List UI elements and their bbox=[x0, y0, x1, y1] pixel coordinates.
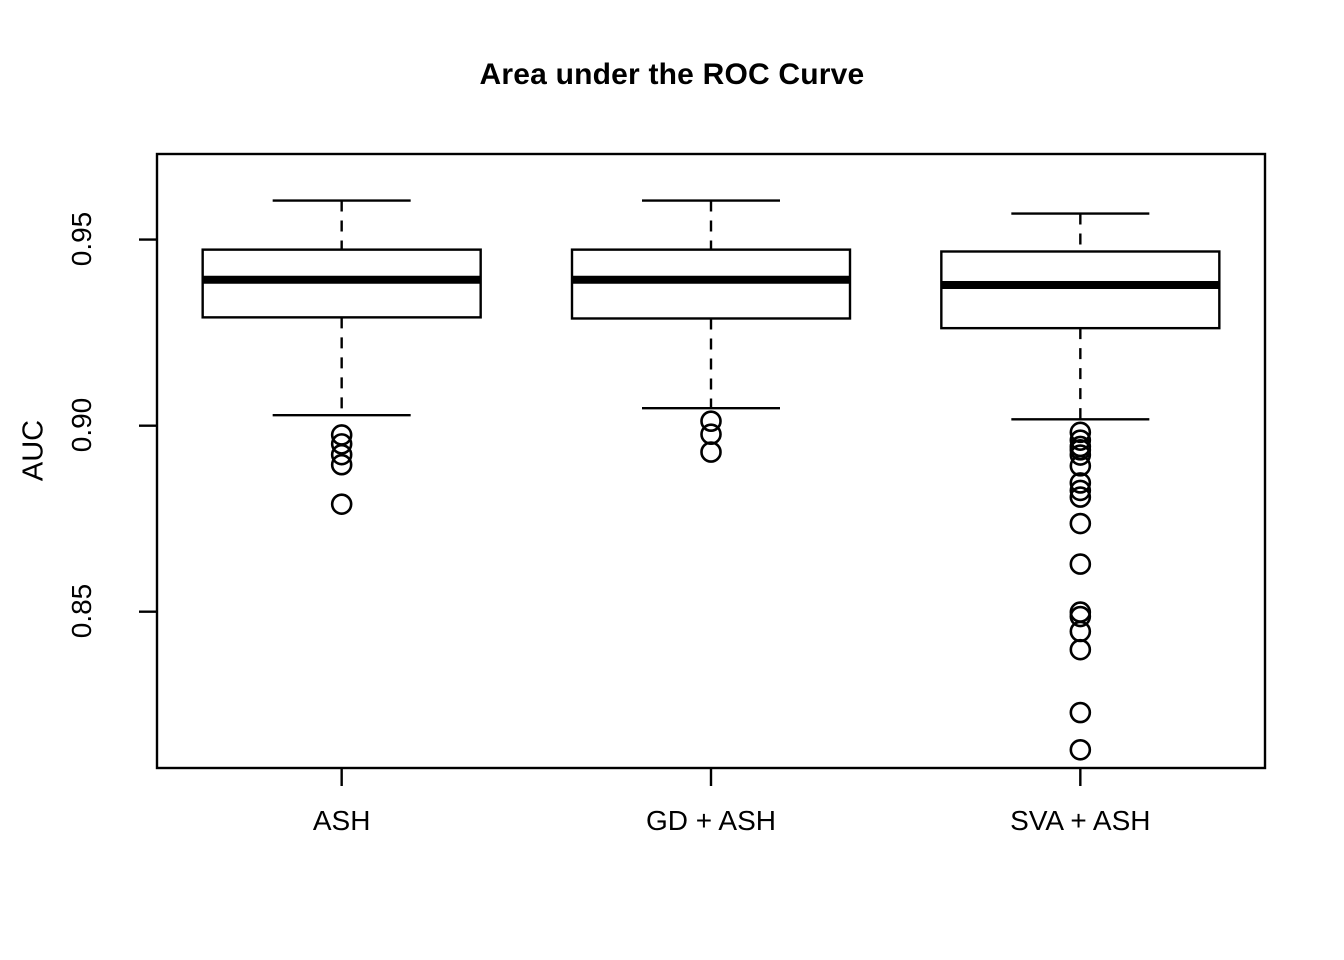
outlier-point bbox=[1069, 455, 1092, 477]
outlier-point bbox=[1069, 421, 1092, 444]
outlier-point bbox=[1069, 512, 1092, 535]
x-tick-label-2: SVA + ASH bbox=[1010, 805, 1151, 836]
outlier-point bbox=[700, 423, 722, 446]
outlier-point bbox=[1069, 444, 1092, 466]
outlier-point bbox=[1069, 601, 1092, 623]
y-tick-label-2: 0.85 bbox=[66, 583, 97, 638]
outlier-point bbox=[330, 493, 353, 515]
outlier-point bbox=[330, 453, 353, 476]
outlier-point bbox=[1069, 701, 1092, 724]
page-title: Area under the ROC Curve bbox=[479, 58, 865, 91]
outlier-point bbox=[700, 441, 722, 463]
box-rect bbox=[570, 248, 852, 320]
boxplot-ash bbox=[201, 199, 482, 515]
y-tick-label-0: 0.95 bbox=[66, 211, 97, 266]
axis-layer bbox=[139, 152, 1267, 786]
x-tick-label-1: GD + ASH bbox=[646, 805, 776, 836]
outlier-point bbox=[1069, 486, 1092, 508]
boxplot-sva-ash bbox=[940, 212, 1221, 761]
box-rect bbox=[940, 250, 1221, 330]
outlier-point bbox=[1069, 638, 1092, 661]
boxplot-gd-ash bbox=[570, 199, 852, 463]
outlier-point bbox=[1069, 479, 1092, 502]
outlier-point bbox=[1069, 553, 1092, 575]
outlier-point bbox=[1069, 738, 1092, 761]
outlier-point bbox=[1069, 429, 1092, 451]
x-tick-label-0: ASH bbox=[312, 805, 371, 836]
outlier-point bbox=[330, 433, 353, 455]
box-layer bbox=[201, 199, 1221, 761]
outlier-point bbox=[1069, 605, 1092, 628]
outlier-point bbox=[330, 443, 353, 466]
outlier-point bbox=[1069, 439, 1092, 461]
y-tick-label-1: 0.90 bbox=[66, 397, 97, 452]
outlier-point bbox=[1069, 472, 1092, 494]
outlier-point bbox=[700, 410, 722, 432]
